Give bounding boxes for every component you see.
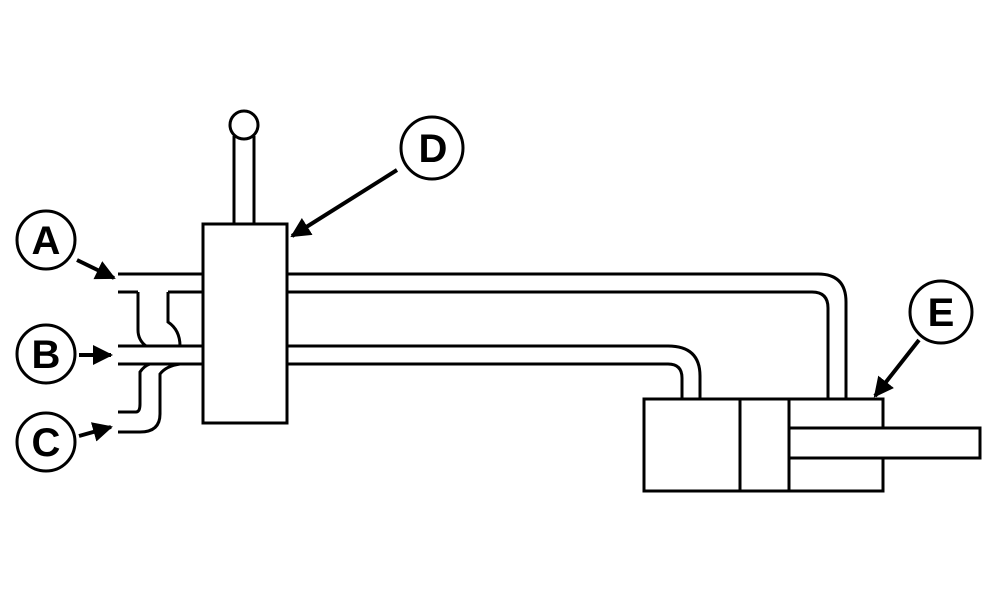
callout-a-circle — [15, 209, 77, 271]
callout-c-arrow — [78, 422, 113, 442]
callout-d-label: D — [419, 127, 448, 171]
callout-a-arrow — [76, 258, 116, 280]
control-valve-body — [201, 222, 289, 425]
callout-c-circle — [15, 411, 77, 473]
upper-hose-inner — [287, 290, 830, 399]
upper-hose — [287, 272, 848, 399]
port-line-b — [118, 344, 203, 366]
callout-e-label: E — [928, 291, 955, 335]
lower-hose-inner — [287, 362, 684, 399]
port-line-c — [118, 362, 181, 434]
callout-b-label: B — [32, 333, 61, 377]
callout-d-circle — [399, 115, 465, 181]
lower-hose — [287, 344, 702, 399]
callout-e-arrow — [873, 338, 921, 398]
cylinder-rod — [787, 426, 982, 460]
port-line-a — [118, 272, 203, 294]
callout-b-circle — [15, 323, 77, 385]
branch-line — [136, 292, 182, 348]
callout-a-label: A — [32, 219, 61, 263]
callout-c-label: C — [32, 421, 61, 465]
hydraulic-cylinder — [642, 397, 982, 493]
control-lever — [228, 109, 260, 224]
callout-e-circle — [908, 279, 974, 345]
callout-d-arrow — [290, 168, 399, 238]
